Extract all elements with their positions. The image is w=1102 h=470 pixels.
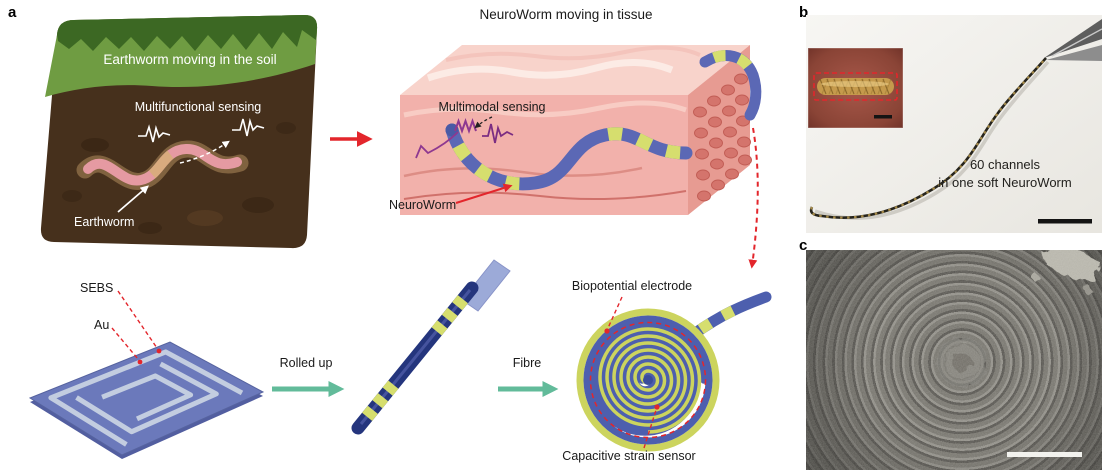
panel-a-illustration [28, 14, 772, 459]
tissue-front-texture [403, 100, 687, 118]
au-trace [75, 361, 219, 435]
tissue-to-cross-section-dashed-arrow [748, 127, 759, 269]
au-trace [101, 373, 194, 422]
soil-stone [242, 197, 274, 213]
sebs-label: SEBS [80, 281, 114, 295]
tissue-fiber-line [403, 166, 643, 178]
soft-fiber-electrode-bands [810, 57, 1047, 219]
tissue-title: NeuroWorm moving in tissue [479, 7, 653, 22]
electrode-pointer-line [607, 296, 623, 329]
biopotential-electrode-label: Biopotential electrode [571, 279, 693, 293]
photo-neuroworm-fiber [806, 15, 1102, 233]
neuroworm-head [445, 123, 459, 137]
fiber-cross-section-illustration [576, 291, 772, 452]
electrode-pointer-dot [604, 328, 610, 334]
rolled-up-label: Rolled up [279, 356, 333, 370]
electrode-dashed-circle [589, 321, 707, 439]
sensing-coil [454, 117, 477, 135]
fiber-tail-bands [702, 50, 762, 118]
neuroworm-pointer-arrow [455, 183, 513, 204]
panel-c-label: c [799, 237, 808, 254]
sebs-sheet-illustration [28, 290, 265, 459]
sebs-pointer-line [117, 290, 158, 349]
multifunctional-sensing-label: Multifunctional sensing [134, 100, 262, 114]
strain-sensor-pointer-dot [654, 404, 660, 410]
panel-a-label: a [8, 4, 17, 21]
outer-ring-blue [583, 315, 713, 445]
scale-bar [1038, 219, 1092, 224]
signal-waveform-right [232, 117, 265, 137]
sem-grain [806, 250, 1102, 470]
grass-tufts [57, 14, 318, 51]
caption-line-1: 60 channels [969, 157, 1041, 172]
soil-stone [138, 222, 162, 234]
sem-overlay [806, 250, 1102, 470]
soil-stone [62, 190, 82, 202]
panel-b-label: b [799, 4, 809, 21]
scale-bar [1007, 452, 1082, 457]
unrolled-sheet-flap [461, 259, 511, 312]
tissue-top-texture [426, 58, 674, 82]
cross-section-tail-bands [690, 291, 768, 339]
au-label: Au [94, 318, 110, 332]
multimodal-sensing-label: Multimodal sensing [438, 100, 546, 114]
neuroworm-bands [445, 127, 687, 191]
earthworm-clitellum [84, 144, 239, 186]
earthworm-label: Earthworm [74, 215, 135, 229]
inset-dashed-box [813, 72, 898, 101]
soil-caption: Earthworm moving in the soil [103, 52, 277, 67]
fibre-label: Fibre [512, 356, 542, 370]
fiber-highlight [821, 81, 889, 87]
soil-stone [81, 138, 109, 152]
sensing-spike-waveform [482, 123, 514, 144]
au-pointer-dot [137, 359, 143, 365]
inset-micrograph [807, 47, 904, 129]
spiral-yellow [598, 327, 702, 434]
au-pointer-line [111, 327, 139, 360]
tissue-scene-illustration [400, 45, 762, 269]
soil-stone [276, 122, 296, 134]
inset-scale-bar [874, 115, 892, 119]
sensing-lead [415, 131, 459, 159]
soil-scene-illustration [40, 14, 318, 249]
fiber-shadow [814, 60, 1050, 220]
earthworm-pointer-arrow [117, 185, 149, 213]
au-trace [48, 349, 244, 447]
tissue-top-texture [445, 45, 701, 62]
soil-patch [187, 210, 223, 226]
sem-micrograph [806, 250, 1102, 470]
rolled-fiber-illustration [351, 259, 511, 435]
sebs-pointer-dot [156, 348, 162, 354]
signal-waveform-left [138, 124, 171, 143]
spiral-center [643, 375, 653, 385]
capacitive-strain-sensor-label: Capacitive strain sensor [562, 449, 696, 463]
tissue-fiber-line [403, 190, 687, 201]
panel-b-caption: 60 channels in one soft NeuroWorm [919, 156, 1091, 192]
caption-line-2: in one soft NeuroWorm [938, 175, 1072, 191]
multimodal-dashed-arrow [474, 116, 493, 129]
neuroworm-label: NeuroWorm [389, 198, 457, 212]
tweezers [1044, 19, 1102, 61]
